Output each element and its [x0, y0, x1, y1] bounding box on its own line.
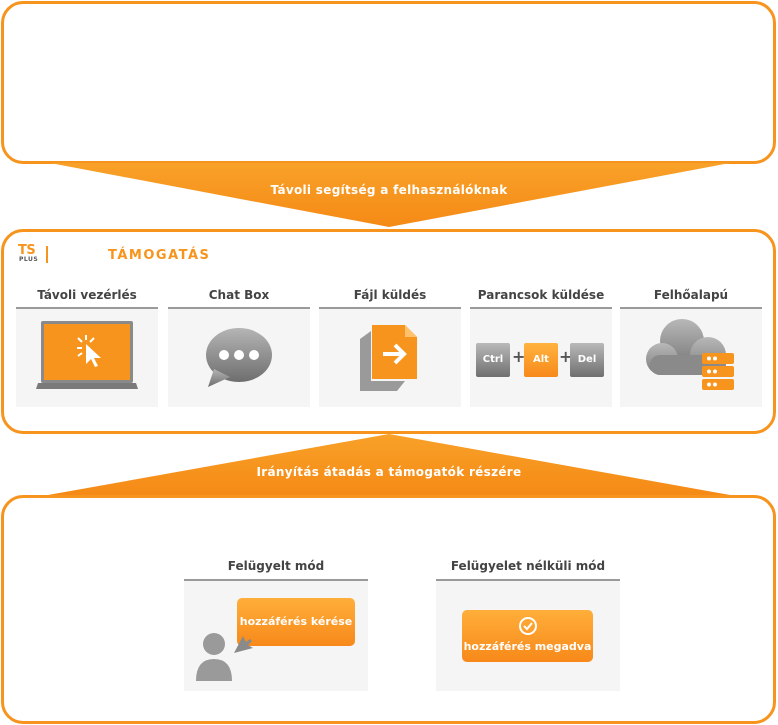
tsplus-logo: TS PLUS [18, 244, 52, 266]
user-icon [196, 633, 253, 681]
banner-top-text: Távoli segítség a felhasználóknak [270, 183, 508, 197]
ctrl-key: Ctrl [476, 343, 510, 377]
logo-ts-text: TS [18, 243, 36, 258]
top-panel [1, 1, 776, 164]
unattended-mode-card: Felügyelet nélküli mód hozzáférés megadv… [436, 553, 620, 691]
chat-bubble-icon [206, 328, 272, 387]
request-access-button[interactable]: hozzáférés kérése [237, 598, 355, 646]
feature-label: Távoli vezérlés [16, 283, 158, 309]
modes-panel [1, 495, 776, 724]
access-granted-label: hozzáférés megadva [463, 640, 592, 653]
check-circle-icon [519, 617, 537, 635]
plus-sign: + [559, 347, 573, 366]
bottom-funnel [48, 434, 730, 495]
feature-remote-control: Távoli vezérlés [16, 283, 158, 407]
cloud-server-icon [646, 319, 734, 390]
top-funnel [50, 163, 730, 227]
feature-file-send: Fájl küldés [319, 283, 461, 407]
feature-label: Felhőalapú [620, 283, 762, 309]
plus-sign: + [512, 347, 526, 366]
mode-title: Felügyelet nélküli mód [436, 553, 620, 581]
file-send-icon [360, 325, 417, 391]
feature-label: Fájl küldés [319, 283, 461, 309]
alt-key: Alt [524, 343, 558, 377]
logo-divider [46, 246, 48, 263]
feature-cloud-based: Felhőalapú [620, 283, 762, 407]
logo-plus-text: PLUS [19, 256, 39, 263]
laptop-cursor-icon [36, 321, 138, 389]
banner-bottom-text: Irányítás átadás a támogatók részére [256, 465, 522, 479]
feature-chat-box: Chat Box [168, 283, 310, 407]
feature-label: Parancsok küldése [470, 283, 612, 309]
access-granted-button[interactable]: hozzáférés megadva [462, 610, 593, 662]
mode-title: Felügyelt mód [184, 553, 368, 581]
feature-label: Chat Box [168, 283, 310, 309]
keyboard-keys-icon: Ctrl + Alt + Del [470, 309, 612, 407]
section-title: TÁMOGATÁS [108, 248, 211, 263]
attended-mode-card: Felügyelt mód hozzáférés kérése [184, 553, 368, 691]
feature-send-commands: Parancsok küldése Ctrl + Alt + Del [470, 283, 612, 407]
del-key: Del [570, 343, 604, 377]
